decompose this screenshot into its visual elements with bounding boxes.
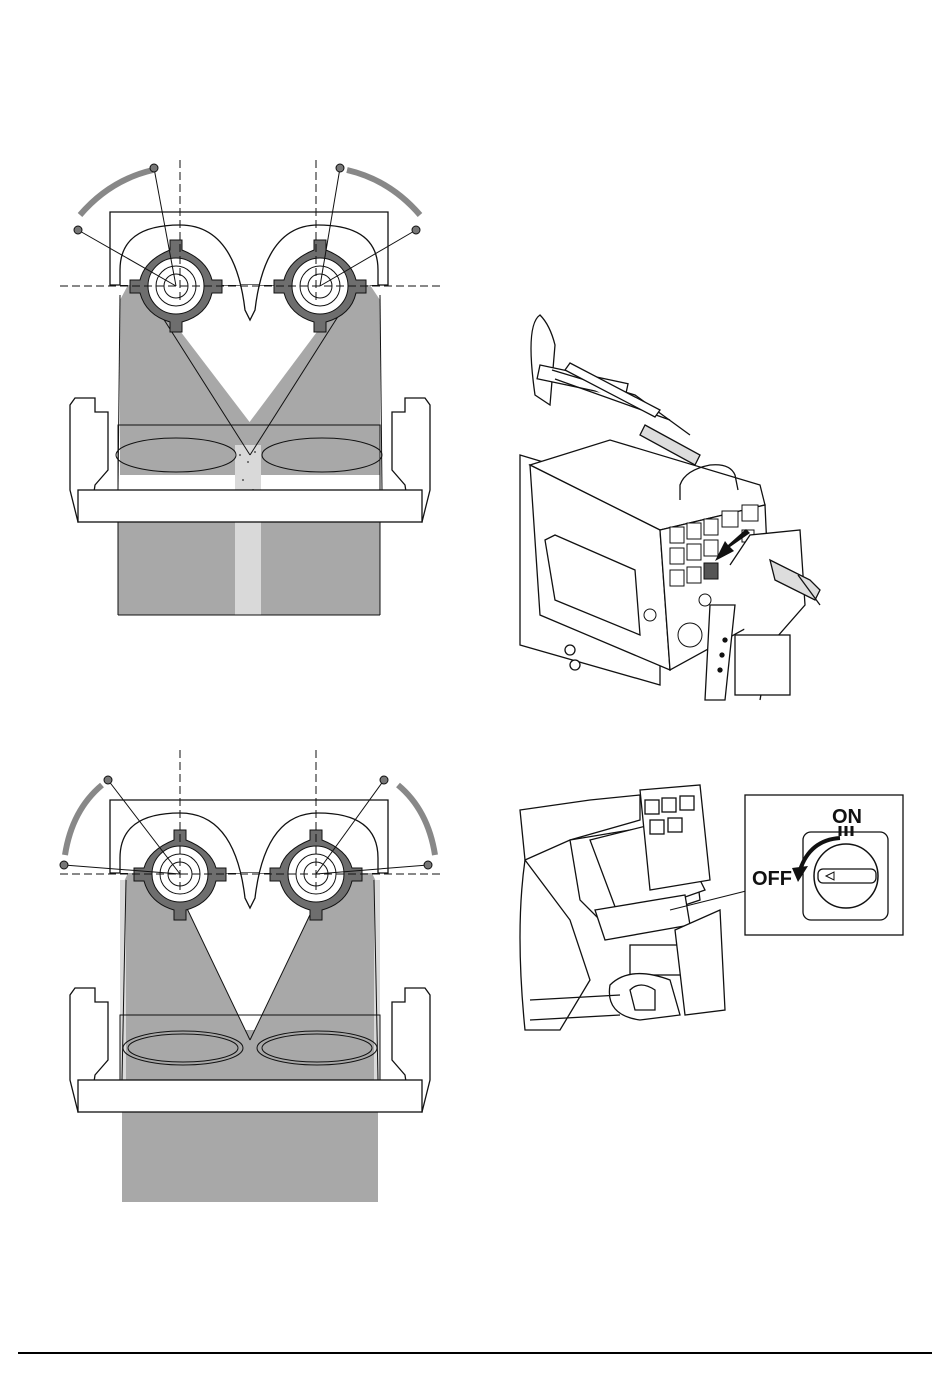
footer-rule bbox=[18, 1352, 932, 1354]
on-label: ON bbox=[832, 806, 862, 828]
control-box-illustration bbox=[510, 305, 830, 705]
machine-body bbox=[520, 785, 725, 1030]
spray-diagram-no-overlap bbox=[50, 740, 450, 1210]
highlighted-button[interactable] bbox=[704, 563, 718, 579]
spray-diagram-overlap bbox=[50, 150, 450, 620]
machine-switch-illustration: ON OFF bbox=[510, 780, 910, 1040]
coverage-band bbox=[120, 1030, 380, 1080]
off-label: OFF bbox=[752, 868, 792, 890]
switch-detail-panel: ON OFF bbox=[745, 795, 903, 935]
